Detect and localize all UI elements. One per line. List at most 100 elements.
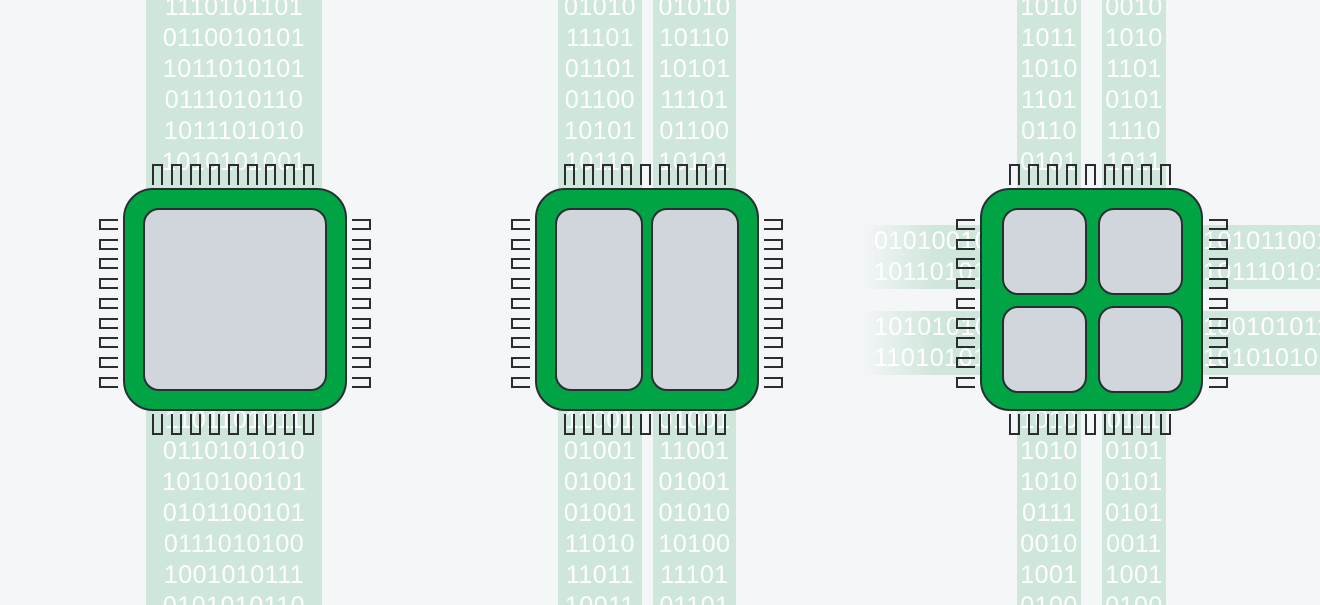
chip-pin: [1084, 414, 1096, 435]
chip-pin: [99, 337, 118, 349]
processor-core: [651, 208, 739, 391]
chip-pin: [956, 238, 975, 250]
chip-pin: [208, 414, 220, 435]
chip-pin: [170, 164, 182, 185]
chip-pin: [352, 356, 371, 368]
chip-pin: [227, 164, 239, 185]
chip-pin: [152, 414, 163, 435]
chip-pin: [956, 278, 975, 290]
chip-pin: [99, 219, 118, 230]
chip-pin: [352, 317, 371, 329]
data-stream-bottom-2: 0111 0101 0101 0101 0011 1001 0100: [1102, 405, 1166, 605]
chip-pin: [1209, 258, 1228, 270]
chip-pin: [352, 278, 371, 290]
chip-pin: [1009, 164, 1020, 185]
chip-pin: [152, 164, 163, 185]
chip-pin: [99, 297, 118, 309]
data-stream-bottom-2: 01001 11001 01001 01010 10100 11101 0110…: [653, 405, 736, 605]
processor-core: [143, 208, 327, 391]
chip-pin: [696, 164, 708, 185]
chip-pin: [620, 164, 632, 185]
chip-pin: [956, 376, 975, 388]
chip-pin: [1160, 414, 1172, 435]
chip-body: [980, 188, 1203, 411]
chip-pin: [1141, 414, 1153, 435]
chip-pin: [511, 219, 530, 230]
chip-pin: [582, 414, 594, 435]
chip-pin: [246, 414, 258, 435]
chip-pin: [99, 376, 118, 388]
chip-pin: [1209, 278, 1228, 290]
chip-pin: [715, 414, 727, 435]
chip-pin: [677, 414, 689, 435]
data-stream-bottom-1: 1010 1010 1010 0111 0010 1001 0100: [1017, 405, 1081, 605]
chip-pin: [658, 164, 670, 185]
chip-pin: [99, 258, 118, 270]
chip-pin: [956, 297, 975, 309]
chip-pin: [1027, 164, 1039, 185]
chip-pin: [564, 414, 575, 435]
chip-pin: [1084, 164, 1096, 185]
chip-pin: [764, 356, 783, 368]
chip-pin: [99, 278, 118, 290]
chip-body: [123, 188, 347, 411]
chip-pin: [1209, 376, 1228, 388]
processor-core: [1002, 208, 1087, 295]
chip-pin: [715, 164, 727, 185]
chip-pin: [1103, 164, 1115, 185]
chip-pin: [1209, 238, 1228, 250]
chip-pin: [99, 356, 118, 368]
chip-pin: [511, 258, 530, 270]
chip-pin: [511, 376, 530, 388]
chip-pin: [956, 356, 975, 368]
chip-pin: [564, 164, 575, 185]
chip-pin: [99, 238, 118, 250]
chip-pin: [511, 356, 530, 368]
chip-pin: [352, 337, 371, 349]
chip-pin: [511, 278, 530, 290]
chip-pin: [511, 317, 530, 329]
chip-pin: [170, 414, 182, 435]
data-stream-top-1: 01010 11101 01101 01100 10101 10110: [558, 0, 642, 188]
chip-pin: [764, 337, 783, 349]
chip-pin: [764, 317, 783, 329]
chip-pin: [1209, 337, 1228, 349]
chip-pin: [1209, 219, 1228, 230]
chip-pin: [284, 164, 296, 185]
chip-pin: [639, 164, 651, 185]
chip-pin: [352, 376, 371, 388]
chip-pin: [189, 164, 201, 185]
chip-body: [535, 188, 759, 411]
chip-pin: [1160, 164, 1172, 185]
chip-pin: [601, 164, 613, 185]
data-stream-top-2: 0010 1010 1101 0101 1110 1011: [1102, 0, 1166, 188]
chip-pin: [956, 317, 975, 329]
chip-pin: [1141, 164, 1153, 185]
chip-pin: [620, 414, 632, 435]
chip-pin: [696, 414, 708, 435]
chip-pin: [956, 258, 975, 270]
chip-pin: [99, 317, 118, 329]
chip-pin: [352, 238, 371, 250]
chip-pin: [764, 376, 783, 388]
chip-pin: [764, 258, 783, 270]
chip-pin: [764, 219, 783, 230]
chip-pin: [1046, 164, 1058, 185]
chip-pin: [265, 414, 277, 435]
chip-pin: [511, 337, 530, 349]
chip-pin: [208, 164, 220, 185]
chip-pin: [1103, 414, 1115, 435]
data-stream-bottom: 1101101011 0110101010 1010100101 0101100…: [146, 405, 322, 605]
data-stream-top-1: 1010 1011 1010 1101 0110 0101: [1017, 0, 1081, 188]
chip-pin: [764, 278, 783, 290]
processor-core: [555, 208, 643, 391]
chip-pin: [1065, 414, 1077, 435]
chip-pin: [1009, 414, 1020, 435]
data-stream-top-2: 01010 10110 10101 11101 01100 10101: [653, 0, 736, 188]
processor-core: [1098, 208, 1183, 295]
chip-pin: [303, 414, 315, 435]
chip-pin: [1122, 414, 1134, 435]
chip-pin: [1027, 414, 1039, 435]
chip-pin: [1122, 164, 1134, 185]
chip-pin: [1065, 164, 1077, 185]
